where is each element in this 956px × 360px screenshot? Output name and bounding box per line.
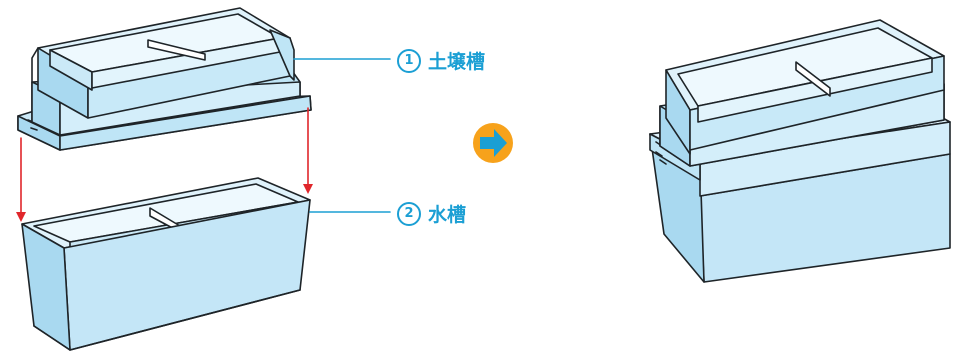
- soil-tank-label: 1 土壌槽: [397, 47, 485, 74]
- soil-tank-text: 土壌槽: [428, 51, 486, 73]
- water-tank-text: 水槽: [428, 204, 467, 226]
- soil-tank-drawing: [17, 7, 312, 151]
- assembled-tank-drawing: [649, 19, 951, 283]
- orange-circle-right-arrow-icon: [473, 123, 513, 163]
- leader-lines: [293, 58, 391, 213]
- water-tank-label: 2 水槽: [397, 200, 466, 227]
- soil-tank-number: 1: [397, 48, 421, 73]
- water-tank-drawing: [21, 177, 311, 351]
- water-tank-number: 2: [397, 201, 421, 226]
- guide-arrows: [16, 107, 313, 222]
